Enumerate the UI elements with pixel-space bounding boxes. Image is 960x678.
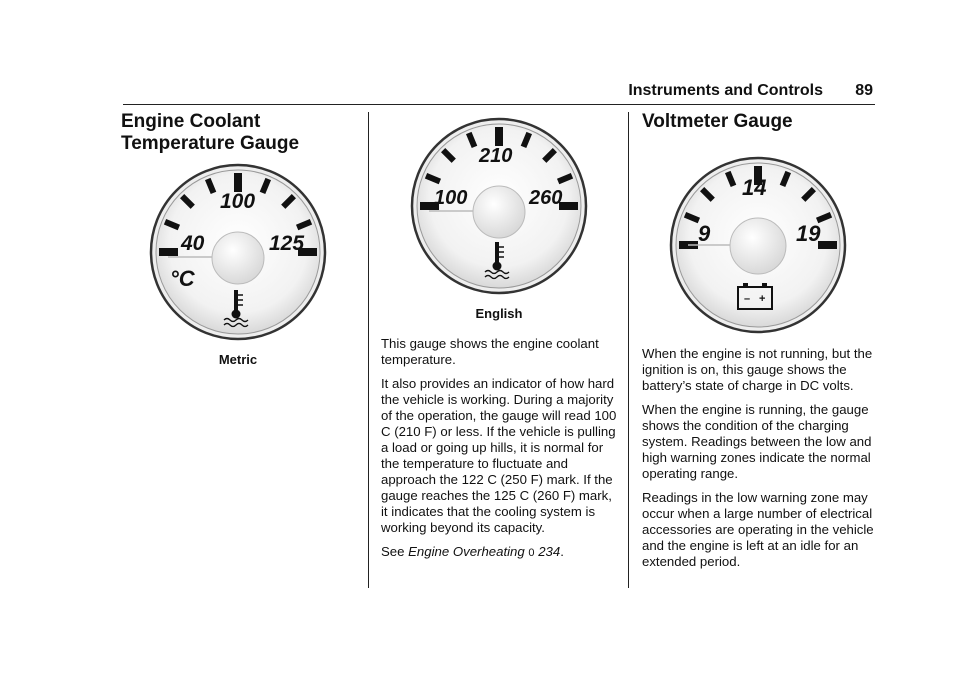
dial-tick (542, 148, 557, 163)
volt-paragraph-2: When the engine is running, the gauge sh… (642, 402, 872, 481)
volt-label-high: 19 (796, 221, 821, 246)
volt-label-low: 9 (698, 221, 711, 246)
english-label-high: 260 (528, 187, 562, 209)
coolant-description: This gauge shows the engine coolant temp… (381, 336, 617, 569)
english-coolant-gauge: 100 210 260 (410, 117, 588, 295)
see-suffix: . (560, 544, 564, 559)
coolant-title-line2: Temperature Gauge (121, 133, 300, 154)
dial-tick (724, 170, 737, 188)
volt-paragraph-1: When the engine is not running, but the … (642, 346, 873, 393)
metric-unit-label: °C (170, 266, 196, 291)
dial-tick (204, 177, 217, 195)
coolant-title-line1: Engine Coolant (121, 111, 261, 132)
coolant-paragraph-1: This gauge shows the engine coolant temp… (381, 336, 599, 367)
coolant-see-reference: See Engine Overheating 0 234. (381, 544, 617, 561)
dial-tick (180, 194, 195, 209)
dial-tick (700, 187, 715, 202)
volt-paragraph-3: Readings in the low warning zone may occ… (642, 490, 874, 569)
voltmeter-description: When the engine is not running, but the … (642, 346, 878, 578)
engine-overheating-link[interactable]: Engine Overheating (408, 544, 525, 559)
metric-coolant-gauge: °C 40 100 125 (149, 163, 327, 341)
dial-tick (465, 131, 478, 149)
column-divider-right (628, 112, 629, 588)
battery-minus: – (744, 293, 750, 305)
dial-tick (520, 131, 533, 149)
page-ref-icon: 0 (528, 547, 535, 559)
dial-tick (295, 218, 313, 231)
dial-tick (815, 211, 833, 224)
coolant-section-title: Engine Coolant Temperature Gauge (121, 111, 341, 155)
dial-tick (281, 194, 296, 209)
thermometer-icon (223, 290, 249, 328)
see-prefix: See (381, 544, 409, 559)
metric-caption: Metric (218, 352, 258, 367)
metric-label-low: 40 (180, 232, 205, 255)
voltmeter-gauge: 9 14 19 – + (669, 156, 847, 334)
header-rule (123, 104, 875, 105)
metric-label-high: 125 (269, 232, 304, 255)
dial-tick (779, 170, 792, 188)
dial-tick (424, 172, 442, 185)
dial-tick (163, 218, 181, 231)
english-label-mid: 210 (478, 145, 512, 167)
volt-label-mid: 14 (742, 175, 766, 200)
battery-icon: – + (737, 283, 773, 310)
metric-label-mid: 100 (220, 190, 255, 213)
english-caption: English (475, 306, 523, 321)
battery-plus: + (759, 293, 765, 305)
thermometer-icon (484, 242, 510, 280)
dial-tick (683, 211, 701, 224)
column-divider-left (368, 112, 369, 588)
header-page-number: 89 (855, 82, 873, 99)
header-section-title: Instruments and Controls (628, 82, 823, 99)
page-header: Instruments and Controls 89 (123, 82, 875, 104)
voltmeter-section-title: Voltmeter Gauge (642, 111, 793, 132)
dial-tick (259, 177, 272, 195)
dial-tick (801, 187, 816, 202)
dial-tick (441, 148, 456, 163)
coolant-paragraph-2: It also provides an indicator of how har… (381, 376, 617, 535)
reference-page-number[interactable]: 234 (538, 544, 561, 559)
dial-tick (556, 172, 574, 185)
english-label-low: 100 (434, 187, 467, 209)
